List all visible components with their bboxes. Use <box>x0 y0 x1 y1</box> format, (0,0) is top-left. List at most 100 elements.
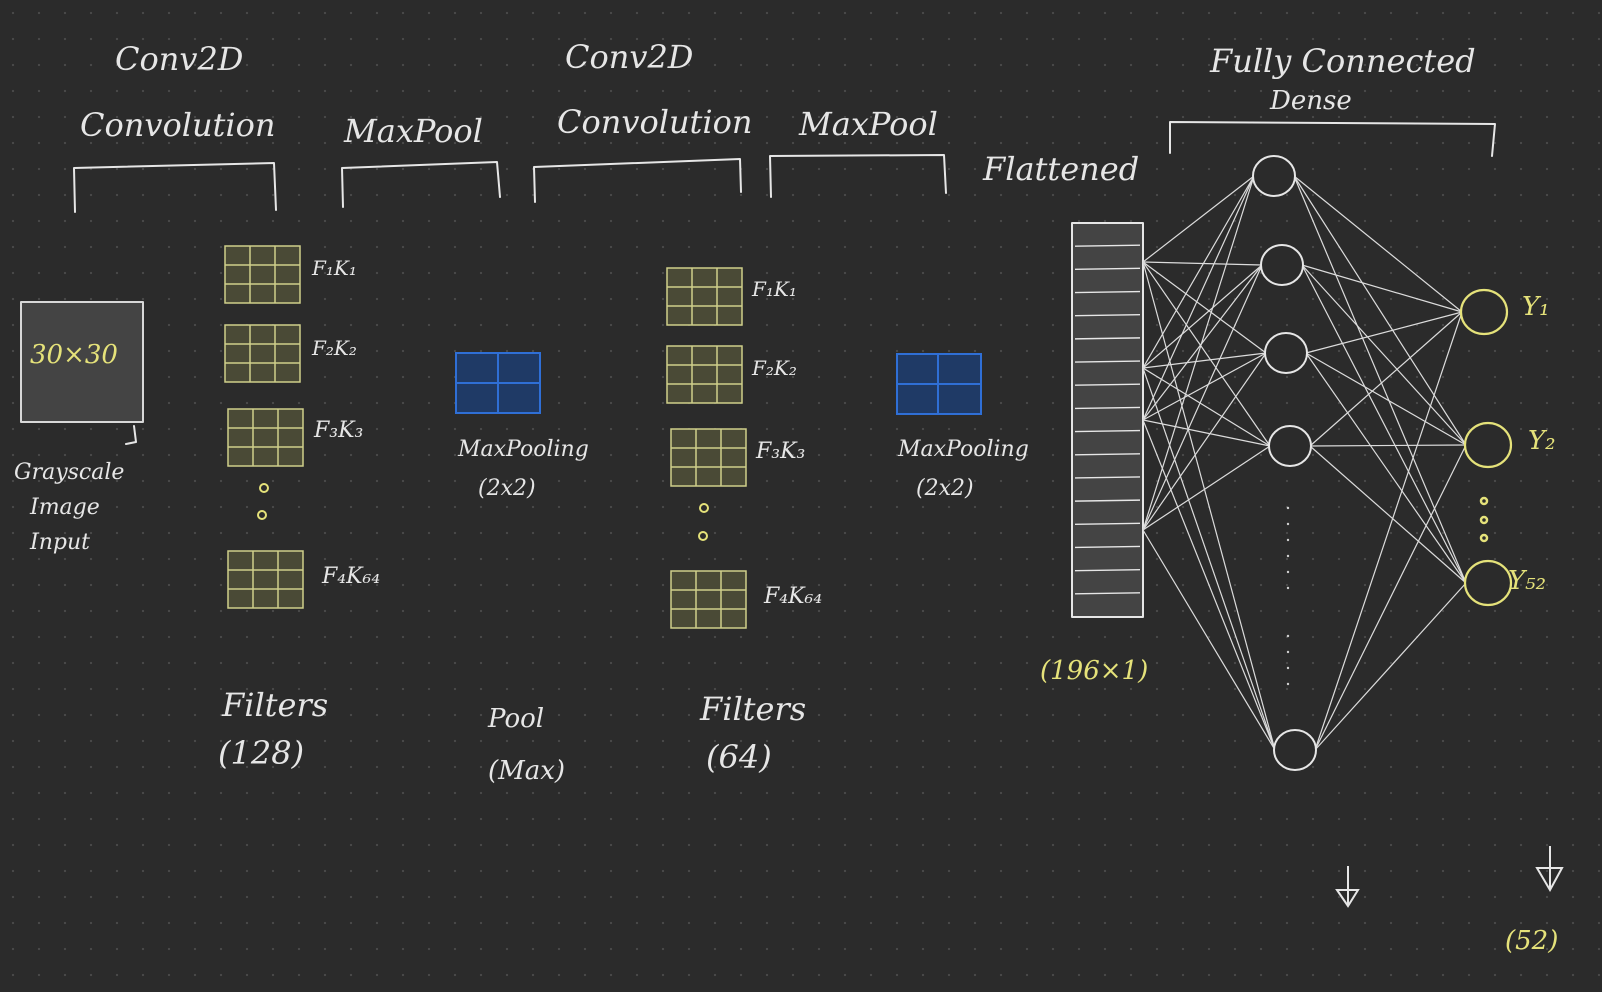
connection-line <box>1142 261 1263 266</box>
hidden-ellipsis-dot <box>1286 570 1290 574</box>
kernel-grid <box>227 550 304 609</box>
pool-bottom-sub: (Max) <box>488 756 566 786</box>
flattened-cell-divider <box>1074 453 1141 456</box>
connection-line <box>1142 261 1276 751</box>
bracket-conv2 <box>533 158 742 203</box>
kernel-grid <box>666 345 743 404</box>
connection-line <box>1301 264 1467 584</box>
connection-line <box>1301 264 1467 446</box>
connection-line <box>1142 261 1271 447</box>
connection-line <box>1314 311 1463 751</box>
connection-line <box>1142 367 1276 751</box>
hidden-neuron <box>1268 425 1312 467</box>
pool-bottom-label: Pool <box>488 704 545 734</box>
output-count: (52) <box>1505 926 1559 956</box>
flatten-title: Flattened <box>983 150 1140 188</box>
output-label-y1: Y₁ <box>1522 292 1550 322</box>
input-caption-1: Grayscale <box>14 460 125 485</box>
output-ellipsis-dot <box>1479 496 1489 506</box>
connection-line <box>1142 264 1263 421</box>
pool1-title: MaxPool <box>344 112 483 150</box>
flattened-cell-divider <box>1074 406 1141 410</box>
conv1-filters-count: (128) <box>218 734 305 772</box>
conv2-filters-label: Filters <box>700 690 807 728</box>
connection-line <box>1142 352 1267 369</box>
kernel-grid <box>666 267 743 326</box>
kernel-grid <box>670 428 747 487</box>
conv2-subtitle: Convolution <box>557 103 753 141</box>
hidden-neuron <box>1273 729 1317 771</box>
output-label-y52: Y₅₂ <box>1508 566 1547 596</box>
kernel-grid <box>227 408 304 467</box>
flattened-cell-divider <box>1074 267 1141 271</box>
connection-line <box>1142 175 1255 263</box>
hidden-ellipsis-dot <box>1286 682 1290 686</box>
connection-line <box>1142 352 1267 531</box>
connection-line <box>1314 444 1467 751</box>
connection-line <box>1293 175 1467 446</box>
conv2-kernel-label: F₂K₂ <box>752 356 797 380</box>
flattened-cell-divider <box>1074 290 1141 294</box>
arrow-icon <box>1535 846 1564 893</box>
flattened-cell-divider <box>1074 592 1141 595</box>
pool2-label: MaxPooling <box>898 437 1029 462</box>
input-caption-3: Input <box>30 530 90 555</box>
kernel-grid <box>224 245 301 304</box>
ellipsis-dot <box>259 483 269 493</box>
hidden-ellipsis-dot <box>1286 506 1290 510</box>
connection-line <box>1309 445 1467 584</box>
flattened-cell-divider <box>1074 337 1141 340</box>
bracket-pool1 <box>341 161 501 208</box>
arrow-icon <box>1335 866 1360 908</box>
output-neuron <box>1459 288 1509 336</box>
hidden-ellipsis-dot <box>1286 538 1290 542</box>
pool2-title: MaxPool <box>799 105 938 143</box>
pool1-size: (2x2) <box>478 476 536 501</box>
conv1-subtitle: Convolution <box>80 106 276 144</box>
output-ellipsis-dot <box>1479 533 1489 543</box>
connection-line <box>1301 264 1463 313</box>
flattened-cell-divider <box>1074 499 1141 502</box>
hidden-neuron <box>1260 244 1304 286</box>
ellipsis-dot <box>699 503 709 513</box>
connection-line <box>1142 529 1276 751</box>
dense-title: Fully Connected <box>1210 42 1476 80</box>
connection-line <box>1142 264 1263 531</box>
ellipsis-dot <box>698 531 708 541</box>
connection-line <box>1142 352 1267 421</box>
output-neuron <box>1463 559 1513 607</box>
bracket-conv1 <box>73 162 277 213</box>
input-size-label: 30×30 <box>30 340 118 370</box>
output-label-y2: Y₂ <box>1528 426 1556 456</box>
connection-line <box>1142 445 1271 531</box>
hidden-ellipsis-dot <box>1286 586 1290 590</box>
flatten-size: (196×1) <box>1040 656 1149 686</box>
input-box-hook <box>125 425 137 445</box>
pool1-grid <box>455 352 541 414</box>
hidden-ellipsis-dot <box>1286 554 1290 558</box>
connection-line <box>1293 175 1467 584</box>
output-neuron <box>1463 421 1513 469</box>
conv1-title: Conv2D <box>115 40 244 78</box>
bracket-pool2 <box>769 154 947 198</box>
connection-line <box>1142 419 1271 447</box>
conv2-filters-count: (64) <box>706 738 772 776</box>
connection-line <box>1314 582 1467 751</box>
flattened-cell-divider <box>1074 522 1141 525</box>
connection-line <box>1142 264 1263 369</box>
flattened-cell-divider <box>1074 476 1141 479</box>
conv2-kernel-label: F₁K₁ <box>752 277 797 301</box>
conv1-filters-label: Filters <box>222 686 329 724</box>
kernel-grid <box>670 570 747 629</box>
hidden-neuron <box>1252 155 1296 197</box>
flattened-cell-divider <box>1074 383 1141 386</box>
conv1-kernel-label: F₂K₂ <box>312 336 357 360</box>
flattened-cell-divider <box>1074 314 1141 317</box>
hidden-ellipsis-dot <box>1286 666 1290 670</box>
dense-subtitle: Dense <box>1270 86 1352 116</box>
hidden-ellipsis-dot <box>1286 634 1290 638</box>
hidden-ellipsis-dot <box>1286 650 1290 654</box>
conv2-title: Conv2D <box>565 38 694 76</box>
connection-line <box>1305 352 1467 584</box>
